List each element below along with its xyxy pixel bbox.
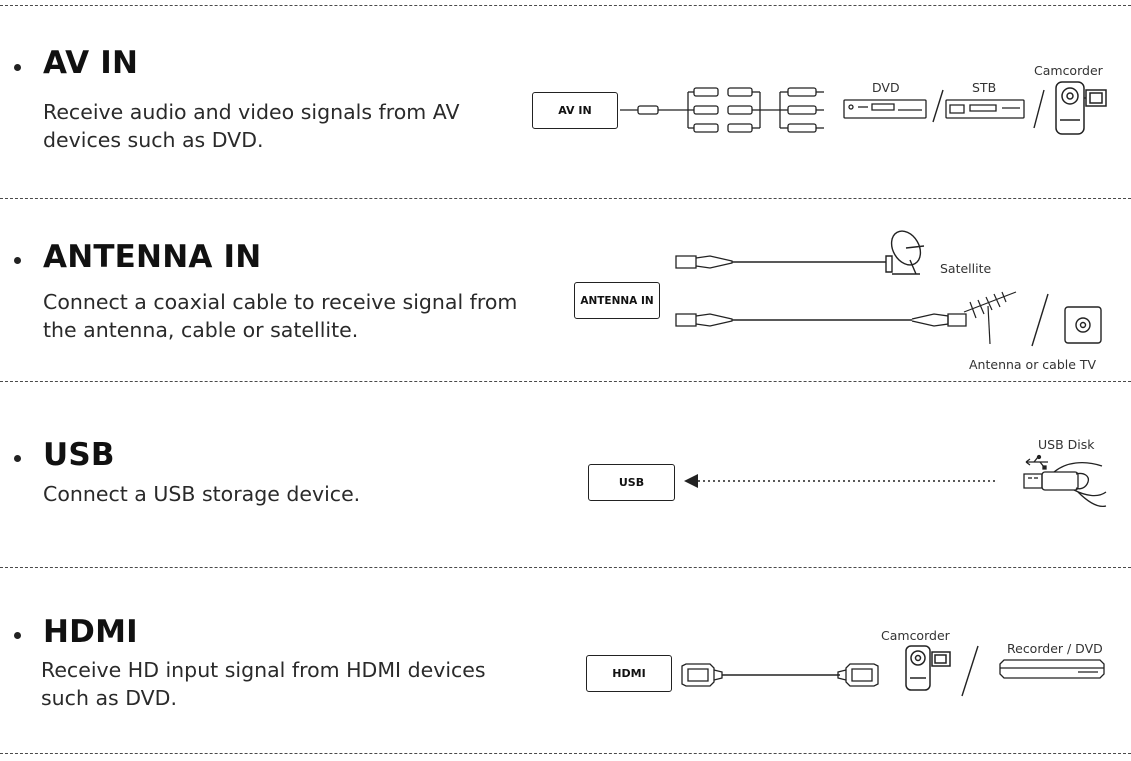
bullet [14, 632, 21, 639]
bullet [14, 64, 21, 71]
camcorder-icon [1050, 80, 1108, 136]
coax-cable-satellite [676, 250, 896, 274]
section-title: ANTENNA IN [43, 239, 262, 275]
camcorder-icon [900, 644, 954, 692]
usb-port-label: USB [588, 464, 675, 501]
hdmi-port-label: HDMI [586, 655, 672, 692]
section-description: Receive audio and video signals from AV … [43, 100, 460, 152]
device-label-stb: STB [972, 80, 997, 95]
coax-cable-antenna [676, 308, 968, 332]
section-divider [0, 381, 1131, 382]
section-divider [0, 567, 1131, 568]
device-label-antenna-or-cable-tv: Antenna or cable TV [969, 357, 1097, 372]
hdmi-plug-icon [680, 662, 880, 688]
device-label-camcorder: Camcorder [1034, 63, 1103, 78]
set-top-box-icon [946, 98, 1026, 120]
antenna-in-port-label: ANTENNA IN [574, 282, 660, 319]
device-label-satellite: Satellite [940, 261, 992, 276]
separator-slash [1030, 294, 1050, 348]
section-description: Connect a coaxial cable to receive signa… [43, 290, 518, 342]
recorder-icon [998, 658, 1106, 680]
separator-slash [960, 646, 980, 698]
device-label-dvd: DVD [872, 80, 900, 95]
section-description: Connect a USB storage device. [43, 482, 361, 506]
bullet [14, 455, 21, 462]
section-description: Receive HD input signal from HDMI device… [41, 658, 486, 710]
separator-slash [931, 90, 945, 122]
section-title: USB [43, 437, 115, 473]
section-divider [0, 5, 1131, 6]
section-title: AV IN [43, 45, 139, 81]
bullet [14, 257, 21, 264]
section-title: HDMI [43, 614, 138, 650]
device-label-recorder-dvd: Recorder / DVD [1007, 641, 1103, 656]
separator-slash [1032, 90, 1046, 128]
device-label-camcorder: Camcorder [881, 628, 950, 643]
device-label-usb-disk: USB Disk [1038, 437, 1095, 452]
section-divider [0, 753, 1131, 754]
dvd-player-icon [844, 98, 928, 120]
satellite-dish-icon [884, 226, 932, 276]
usb-arrow [684, 474, 998, 488]
section-divider [0, 198, 1131, 199]
av-in-port-label: AV IN [532, 92, 618, 129]
tv-antenna-icon [962, 290, 1020, 346]
usb-disk-icon [1018, 452, 1108, 510]
rca-plug-icon [620, 88, 830, 134]
coax-wall-socket-icon [1064, 306, 1102, 344]
